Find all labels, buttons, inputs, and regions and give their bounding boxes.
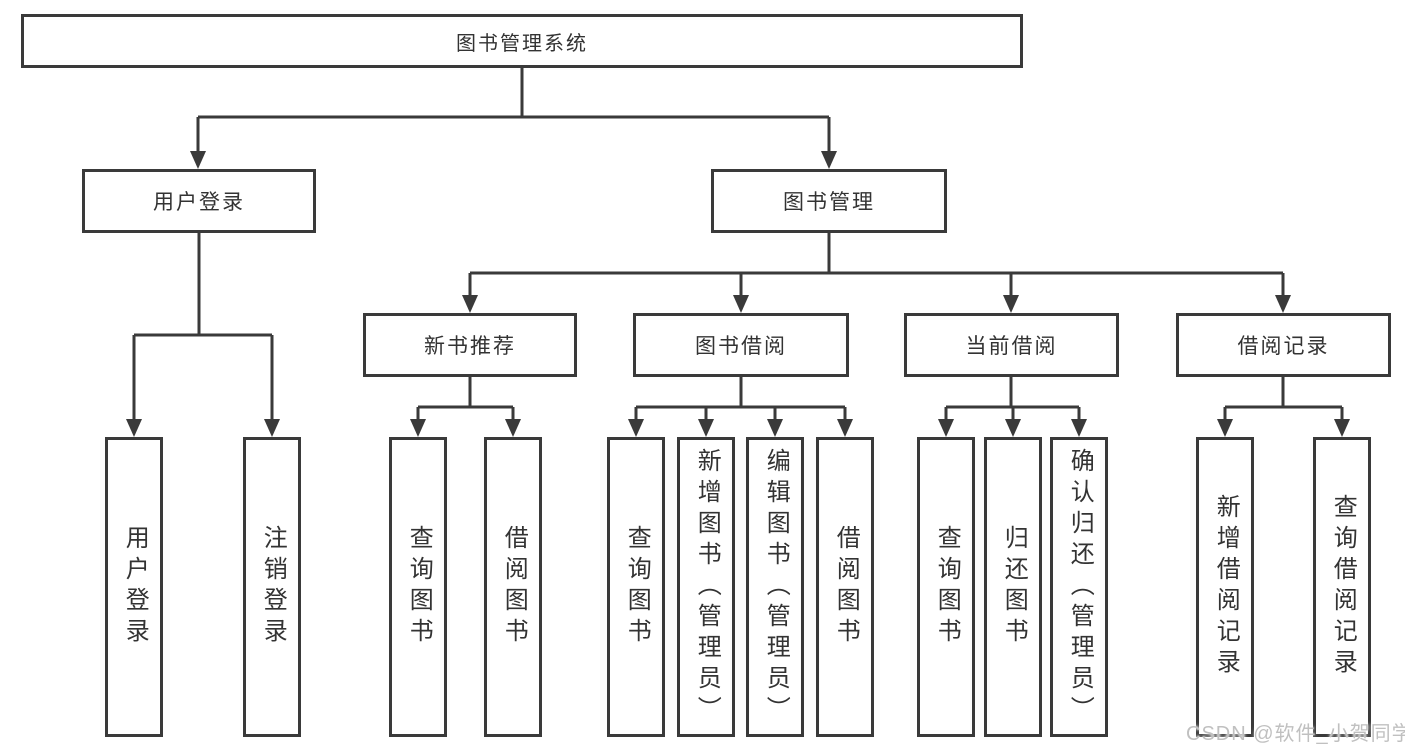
node-user-login-action: 用户登录 [105, 437, 163, 737]
node-borrow-books-recommend-label: 借阅图书 [500, 525, 528, 649]
node-return-books-label: 归还图书 [1000, 525, 1028, 649]
node-edit-books-admin-label: 编辑图书（管理员） [762, 447, 790, 727]
node-root-label: 图书管理系统 [456, 32, 588, 55]
node-borrowing-records: 借阅记录 [1176, 313, 1391, 377]
node-current-borrowing: 当前借阅 [904, 313, 1119, 377]
node-logout-action: 注销登录 [243, 437, 301, 737]
node-user-login: 用户登录 [82, 169, 316, 233]
node-add-books-admin-label: 新增图书（管理员） [693, 447, 721, 727]
node-query-borrow-record: 查询借阅记录 [1313, 437, 1371, 737]
node-query-books-recommend-label: 查询图书 [405, 525, 433, 649]
node-confirm-return-admin: 确认归还（管理员） [1050, 437, 1108, 737]
node-query-books-current-label: 查询图书 [933, 525, 961, 649]
node-confirm-return-admin-label: 确认归还（管理员） [1066, 447, 1094, 727]
node-book-borrowing-label: 图书借阅 [695, 335, 787, 358]
node-new-book-recommend-label: 新书推荐 [424, 335, 516, 358]
node-return-books: 归还图书 [984, 437, 1042, 737]
node-query-books-current: 查询图书 [917, 437, 975, 737]
node-add-borrow-record: 新增借阅记录 [1196, 437, 1254, 737]
node-book-management-label: 图书管理 [783, 191, 875, 214]
node-edit-books-admin: 编辑图书（管理员） [746, 437, 804, 737]
node-query-books-borrow-label: 查询图书 [623, 525, 651, 649]
watermark: CSDN @软件_小贺同学 [1186, 723, 1405, 745]
node-new-book-recommend: 新书推荐 [363, 313, 577, 377]
node-current-borrowing-label: 当前借阅 [965, 335, 1058, 358]
node-add-borrow-record-label: 新增借阅记录 [1212, 494, 1240, 680]
arrowheads [126, 151, 1350, 437]
node-borrow-books-recommend: 借阅图书 [484, 437, 542, 737]
node-user-login-label: 用户登录 [153, 191, 245, 214]
node-query-borrow-record-label: 查询借阅记录 [1329, 494, 1357, 680]
node-book-borrowing: 图书借阅 [633, 313, 849, 377]
node-query-books-recommend: 查询图书 [389, 437, 447, 737]
node-book-management: 图书管理 [711, 169, 947, 233]
node-root: 图书管理系统 [21, 14, 1023, 68]
node-logout-action-label: 注销登录 [259, 525, 287, 649]
node-borrow-books-action-label: 借阅图书 [832, 525, 860, 649]
node-user-login-action-label: 用户登录 [121, 525, 149, 649]
node-add-books-admin: 新增图书（管理员） [677, 437, 735, 737]
node-borrow-books-action: 借阅图书 [816, 437, 874, 737]
node-borrowing-records-label: 借阅记录 [1237, 335, 1330, 358]
node-query-books-borrow: 查询图书 [607, 437, 665, 737]
connector-path [132, 68, 1344, 421]
